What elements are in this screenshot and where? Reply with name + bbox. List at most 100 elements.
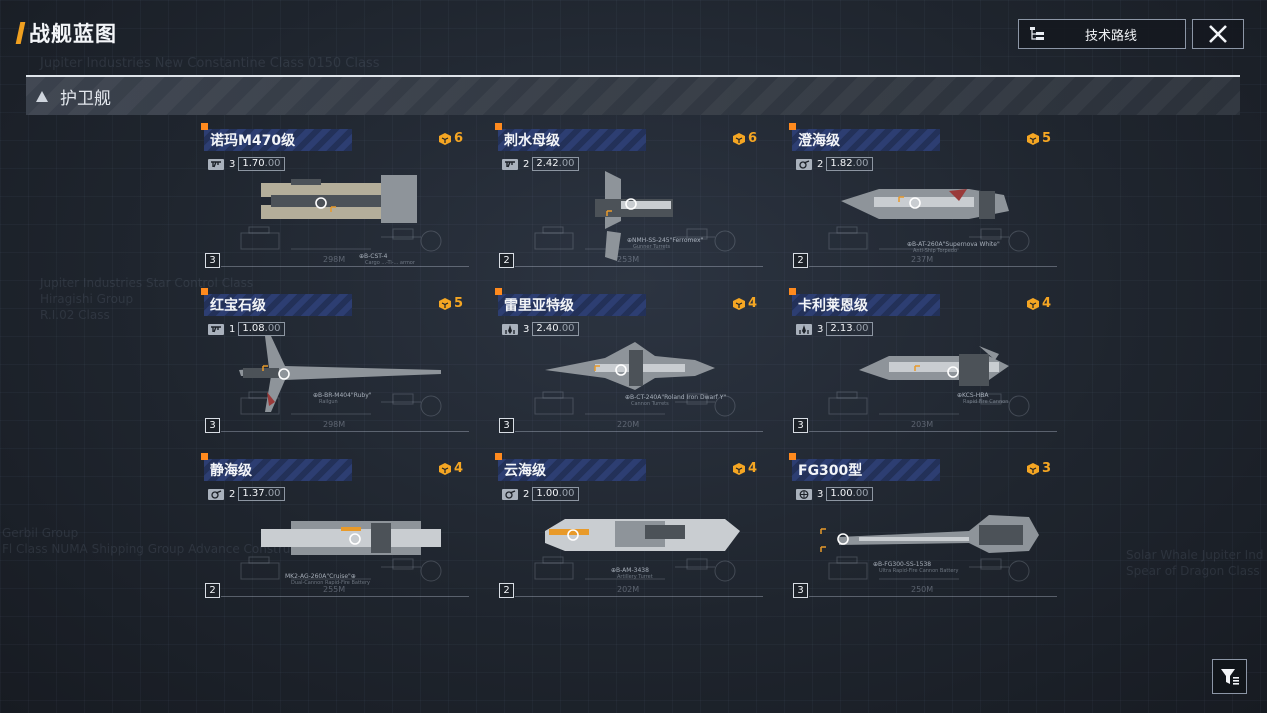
ship-value: 2.13.00 <box>826 322 873 336</box>
ship-schematic <box>239 336 442 417</box>
weapon-sub-label: Cargo ...-Ti-... armor <box>365 260 415 266</box>
ship-value-decimal: .00 <box>264 158 281 169</box>
blueprint-cost-icon <box>732 297 745 310</box>
blueprint-cost-icon <box>438 462 451 475</box>
ship-value: 1.00.00 <box>532 487 579 501</box>
tech-route-label: 技术路线 <box>1084 28 1137 44</box>
ship-tier: 3 <box>205 253 220 268</box>
new-marker <box>789 453 796 460</box>
ship-card[interactable]: 刺水母级 6 2 2.42.00 ⊕NMH-SS-245"Ferromex" G… <box>495 123 763 271</box>
card-baseline <box>809 266 1057 267</box>
ship-stats: 2 1.82.00 <box>796 157 873 171</box>
ship-length: 298M <box>323 255 346 264</box>
ship-value: 1.37.00 <box>238 487 285 501</box>
ship-stats: 3 1.70.00 <box>208 157 285 171</box>
turret-icon <box>208 488 224 500</box>
ship-tier: 3 <box>499 418 514 433</box>
card-header-stripe <box>498 459 646 481</box>
ship-level: 3 <box>523 323 530 335</box>
globe-icon <box>796 488 812 500</box>
ship-name: 雷里亚特级 <box>504 298 574 314</box>
weapon-label: ⊕NMH-SS-245"Ferromex" <box>627 237 704 244</box>
weapon-sub-label: Ultra Rapid-Fire Cannon Battery <box>879 568 959 574</box>
background-text: Solar Whale Jupiter Ind <box>1126 548 1264 562</box>
ship-name: 刺水母级 <box>504 133 560 149</box>
background-text: Hiragishi Group <box>40 292 134 306</box>
ship-schematic <box>534 342 736 417</box>
ship-length: 220M <box>617 420 640 429</box>
blueprint-cost-value: 4 <box>453 461 463 476</box>
ship-stats: 2 2.42.00 <box>502 157 579 171</box>
weapon-sub-label: Dual-Cannon Rapid-Fire Battery <box>291 580 370 586</box>
weapon-sub-label: Cannon Turrets <box>631 401 669 407</box>
blueprint-cost-icon <box>438 132 451 145</box>
ship-schematic <box>828 346 1030 417</box>
ship-value-main: 1.37 <box>242 488 265 499</box>
blueprint-cost-value: 5 <box>453 296 463 311</box>
blueprint-cost: 6 <box>732 131 757 146</box>
weapon-sub-label: Anti-Ship Torpedo <box>913 248 958 254</box>
ship-level: 3 <box>817 488 824 500</box>
card-baseline <box>221 266 469 267</box>
ship-tier: 3 <box>793 418 808 433</box>
ship-card[interactable]: FG300型 3 3 1.00.00 ⊕B-FG300-SS-1538 Ultr… <box>789 453 1057 601</box>
card-header-stripe <box>792 294 940 316</box>
filter-icon <box>1220 668 1239 685</box>
title-accent <box>15 22 26 44</box>
blueprint-cost: 4 <box>732 296 757 311</box>
blueprint-cost: 5 <box>1026 131 1051 146</box>
weapon-label: ⊕B-AT-260A"Supernova White" <box>907 241 1000 248</box>
card-baseline <box>809 431 1057 432</box>
weapon-label: ⊕B-BR-M404"Ruby" <box>313 392 372 399</box>
blueprint-cost: 4 <box>438 461 463 476</box>
card-baseline <box>809 596 1057 597</box>
ship-schematic <box>828 189 1030 252</box>
ship-card[interactable]: 诺玛M470级 6 3 1.70.00 ⊕B-CST-4 Cargo ...-T… <box>201 123 469 271</box>
ship-length: 203M <box>911 420 934 429</box>
ship-value-decimal: .00 <box>558 158 575 169</box>
blueprint-cost-icon <box>1026 297 1039 310</box>
ship-card[interactable]: 红宝石级 5 1 1.08.00 ⊕B-BR-M404"Ruby" Railgu… <box>201 288 469 436</box>
blueprint-cost-value: 3 <box>1041 461 1051 476</box>
tech-route-button[interactable]: 技术路线 <box>1018 19 1186 49</box>
close-button[interactable] <box>1192 19 1244 49</box>
turret-icon <box>796 158 812 170</box>
ship-level: 1 <box>229 323 236 335</box>
ship-value: 1.00.00 <box>826 487 873 501</box>
ship-level: 2 <box>523 488 530 500</box>
ship-length: 250M <box>911 585 934 594</box>
blueprint-cost: 4 <box>1026 296 1051 311</box>
card-header-stripe <box>498 129 646 151</box>
ship-value-main: 1.82 <box>830 158 853 169</box>
card-baseline <box>221 596 469 597</box>
blueprint-cost-value: 6 <box>747 131 757 146</box>
background-text: Spear of Dragon Class <box>1126 564 1260 578</box>
section-label: 护卫舰 <box>60 88 111 109</box>
card-baseline <box>515 596 763 597</box>
ship-value: 1.82.00 <box>826 157 873 171</box>
ship-value-main: 1.00 <box>830 488 853 499</box>
blueprint-cost: 5 <box>438 296 463 311</box>
filter-button[interactable] <box>1212 659 1247 694</box>
turret-icon <box>502 488 518 500</box>
ship-card[interactable]: 澄海级 5 2 1.82.00 ⊕B-AT-260A"Supernova Whi… <box>789 123 1057 271</box>
ship-card[interactable]: 云海级 4 2 1.00.00 ⊕B-AM-3438 Artillery Tur… <box>495 453 763 601</box>
blueprint-cost-value: 6 <box>453 131 463 146</box>
ship-card[interactable]: 卡利莱恩级 4 3 2.13.00 ⊕KCS-HBA Rapid Fire Ca… <box>789 288 1057 436</box>
blueprint-cost-value: 5 <box>1041 131 1051 146</box>
ship-tier: 2 <box>499 253 514 268</box>
ship-stats: 3 2.13.00 <box>796 322 873 336</box>
ship-card[interactable]: 静海级 4 2 1.37.00 MK2-AG-260A"Cruise"⊕ Dua… <box>201 453 469 601</box>
ship-stats: 3 1.00.00 <box>796 487 873 501</box>
ship-value-main: 2.42 <box>536 158 559 169</box>
weapon-label: ⊕B-CT-240A"Roland Iron Dwarf Y" <box>625 394 727 401</box>
ship-value-main: 1.70 <box>242 158 265 169</box>
section-header-frigate[interactable]: 护卫舰 <box>26 75 1240 115</box>
new-marker <box>789 288 796 295</box>
card-header-stripe <box>204 459 352 481</box>
ship-card[interactable]: 雷里亚特级 4 3 2.40.00 ⊕B-CT-240A"Roland Iron… <box>495 288 763 436</box>
card-header-stripe <box>204 294 352 316</box>
weapon-sub-label: Artillery Turret <box>617 574 653 580</box>
ship-level: 2 <box>817 158 824 170</box>
blueprint-cost-value: 4 <box>747 461 757 476</box>
